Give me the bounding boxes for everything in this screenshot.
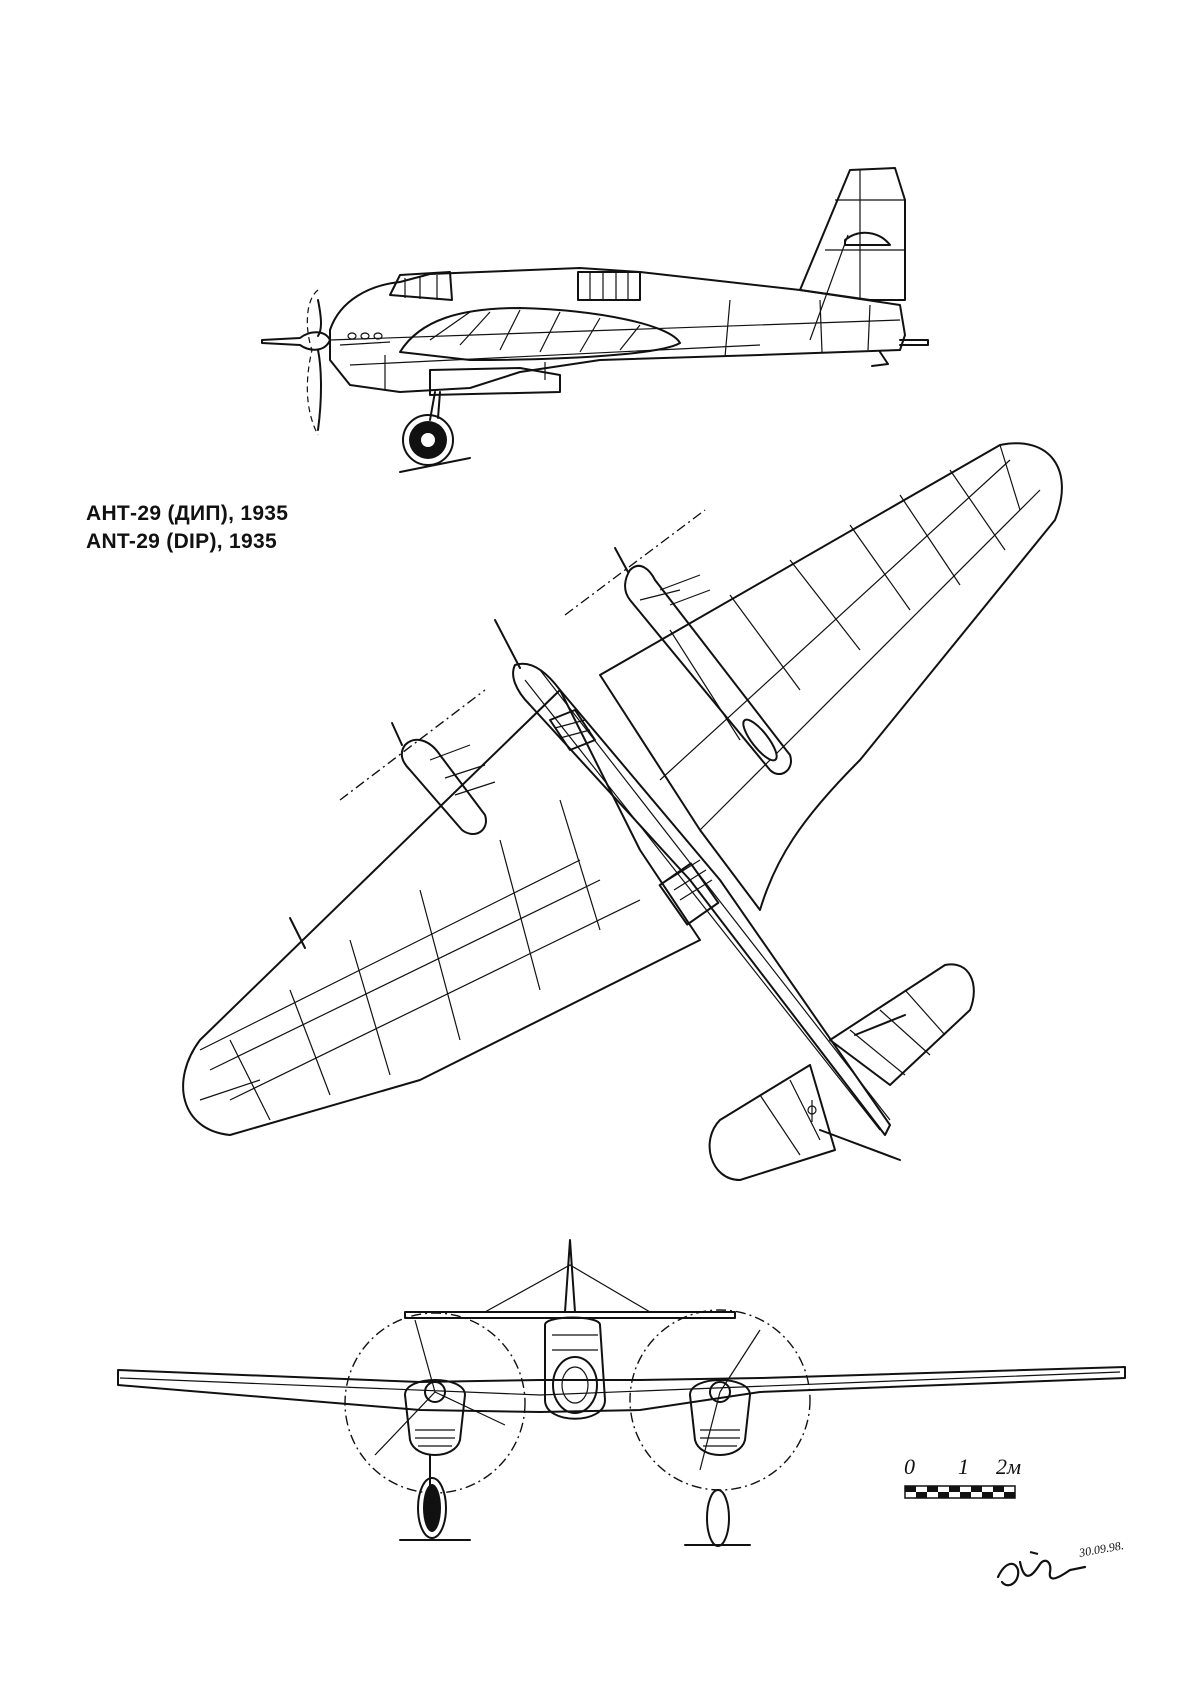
drawing-sheet: АНТ-29 (ДИП), 1935 ANT-29 (DIP), 1935 0 … bbox=[0, 0, 1200, 1697]
scale-bar bbox=[0, 0, 1200, 1697]
